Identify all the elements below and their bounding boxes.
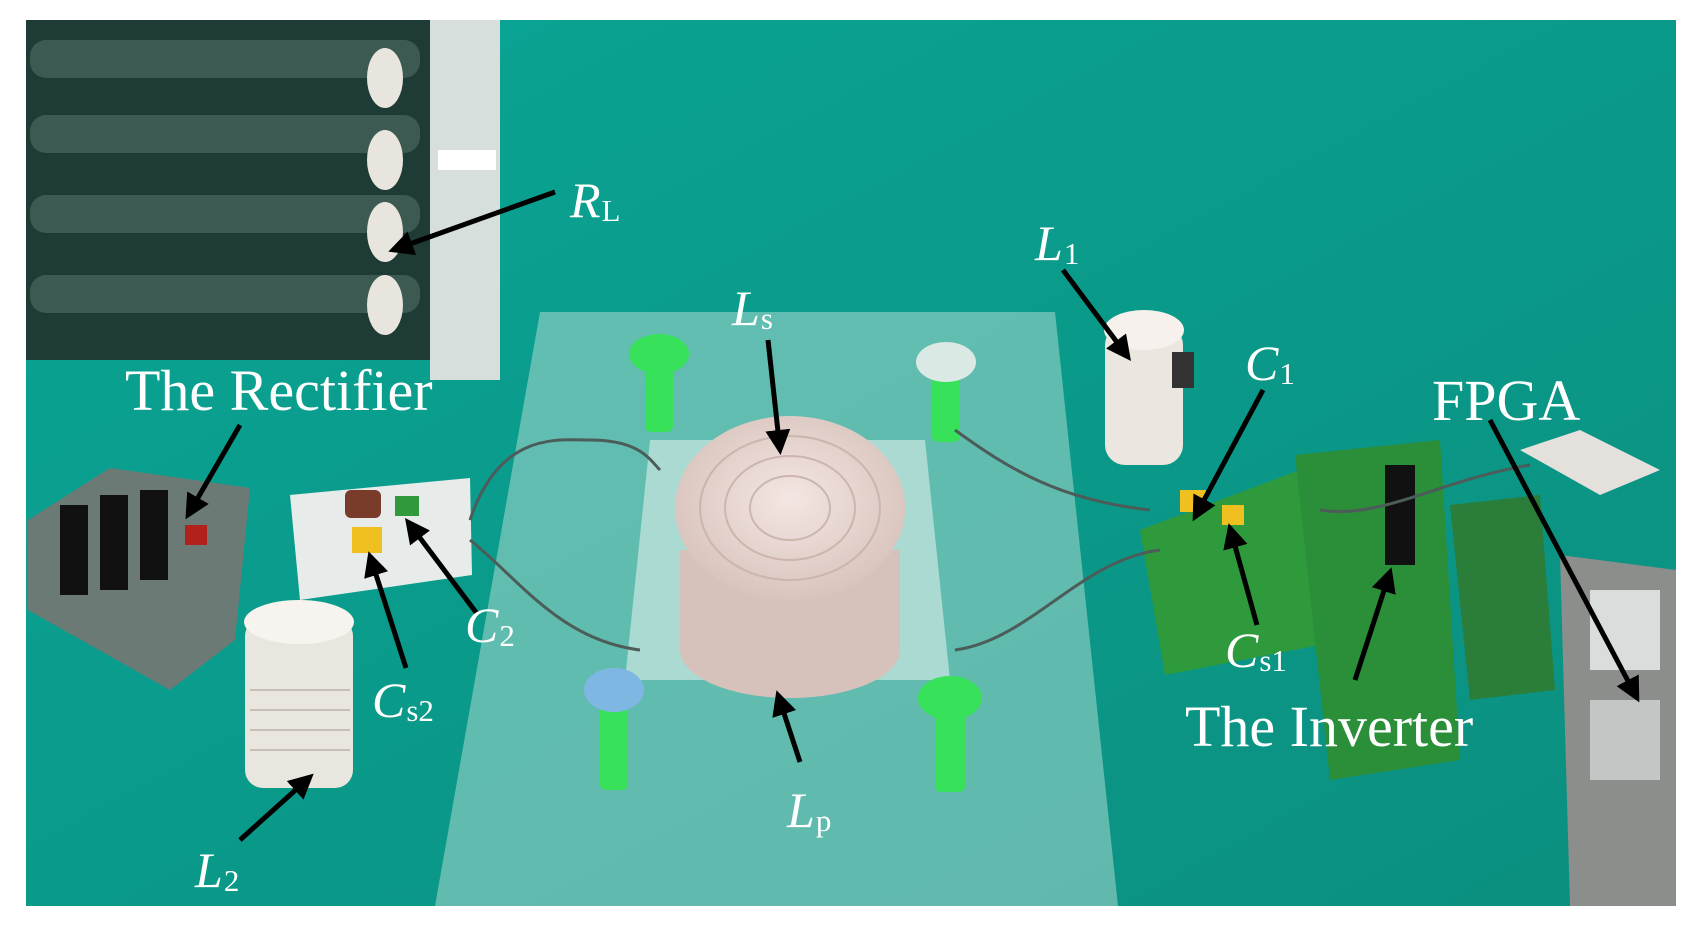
arrow-rl [388, 189, 556, 256]
label-cs1: Cs1 [1225, 625, 1287, 676]
label-c2-symbol: C [465, 597, 499, 653]
label-cs2-symbol: C [372, 672, 406, 728]
coupling-coils [675, 416, 905, 698]
label-lp-symbol: L [787, 782, 815, 838]
arrow-fpga [1487, 418, 1640, 703]
arrow-ls [765, 339, 791, 455]
label-cs1-symbol: C [1225, 622, 1259, 678]
rectifier-board [28, 468, 250, 690]
arrow-inverter [1352, 567, 1396, 681]
load-resistor-bank [26, 20, 500, 380]
label-l1: L1 [1035, 218, 1079, 269]
inverter-boards [1140, 440, 1555, 780]
label-ls-subscript: s [760, 300, 773, 336]
label-inverter: The Inverter [1185, 694, 1474, 759]
fpga-and-power-supply [1520, 430, 1676, 906]
label-fpga: FPGA [1432, 368, 1581, 433]
label-c1-symbol: C [1245, 335, 1279, 391]
primary-compensation-inductor [1104, 310, 1194, 465]
secondary-compensation-inductor [244, 600, 354, 788]
label-c1-subscript: 1 [1279, 355, 1295, 391]
connection-wires [468, 428, 1531, 652]
label-rl-subscript: L [601, 192, 621, 228]
label-l1-subscript: 1 [1063, 235, 1080, 271]
secondary-capacitor-board [290, 478, 472, 600]
arrow-rectifier [185, 423, 243, 520]
label-ls-symbol: L [732, 280, 760, 336]
label-ls: Ls [732, 283, 773, 334]
label-c2: C2 [465, 600, 515, 651]
label-cs2: Cs2 [372, 675, 434, 726]
label-l2-subscript: 2 [223, 862, 240, 898]
arrow-l2 [238, 773, 314, 842]
arrow-l1 [1060, 268, 1131, 362]
label-c2-subscript: 2 [499, 617, 515, 653]
label-rectifier: The Rectifier [125, 358, 433, 423]
label-l1-symbol: L [1035, 215, 1063, 271]
annotation-arrows [185, 189, 1640, 842]
support-spools [584, 334, 982, 792]
label-lp-subscript: p [815, 802, 832, 838]
label-l2: L2 [195, 845, 239, 896]
arrow-c2 [404, 518, 480, 617]
arrow-cs2 [364, 551, 409, 669]
label-rl-symbol: R [570, 172, 601, 228]
label-l2-symbol: L [195, 842, 223, 898]
arrow-cs1 [1223, 523, 1260, 626]
label-rl: RL [570, 175, 620, 226]
label-c1: C1 [1245, 338, 1295, 389]
arrow-c1 [1192, 388, 1266, 522]
label-cs1-subscript: s1 [1259, 642, 1287, 678]
label-cs2-subscript: s2 [406, 692, 434, 728]
label-lp: Lp [787, 785, 831, 836]
arrow-lp [772, 690, 803, 763]
